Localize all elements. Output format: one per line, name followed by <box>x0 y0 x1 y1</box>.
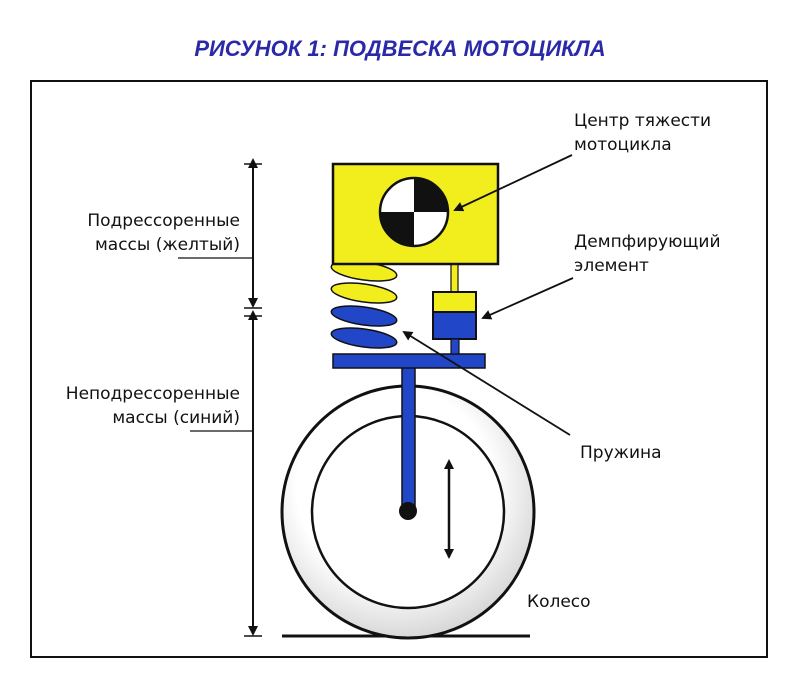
label-wheel: Колесо <box>527 592 591 612</box>
arrow-spring <box>402 330 571 436</box>
damper-upper-body <box>432 291 477 315</box>
fork-tube <box>401 365 416 513</box>
label-damper: Демпфирующий элемент <box>574 232 721 276</box>
label-sprung-mass: Подрессоренные массы (желтый) <box>87 211 240 255</box>
diagram-frame <box>30 80 768 658</box>
spring-coils <box>330 260 398 349</box>
center-of-gravity-icon <box>378 176 450 248</box>
label-unsprung-mass: Неподрессоренные массы (синий) <box>65 384 240 428</box>
arrow-damper <box>481 277 574 320</box>
arrow-center-of-gravity <box>453 154 573 212</box>
damper-stem <box>450 338 460 355</box>
damper-lower-body <box>432 311 477 340</box>
label-spring: Пружина <box>580 443 662 463</box>
wheel-axle <box>399 502 417 520</box>
figure-title: РИСУНОК 1: ПОДВЕСКА МОТОЦИКЛА <box>194 36 606 61</box>
lower-plate <box>332 353 486 369</box>
label-center-of-gravity: Центр тяжести мотоцикла <box>574 111 712 155</box>
